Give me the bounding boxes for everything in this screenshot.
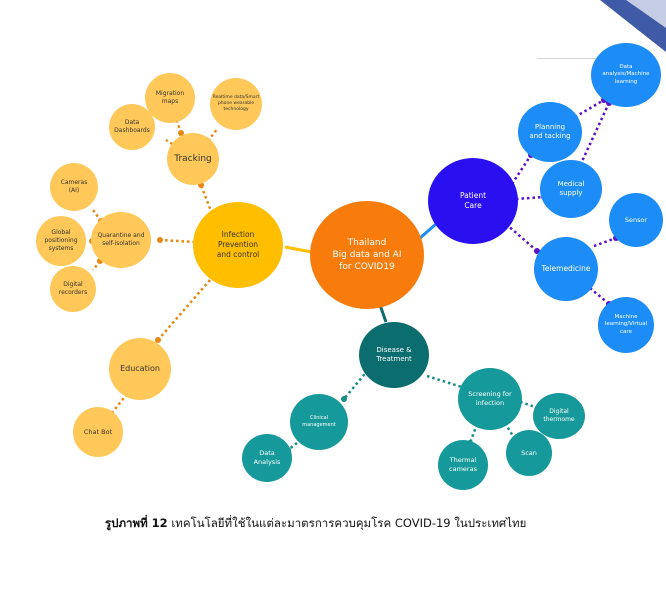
node-sensor: Sensor (609, 193, 663, 247)
node-infection-prevention: Infection Prevention and control (193, 202, 283, 288)
link-patient-telemedicine (505, 223, 538, 252)
link-patient-planning (510, 154, 533, 185)
node-screening-infection: Screening for infection (458, 368, 522, 430)
node-digital-recorders: Digital recorders (50, 266, 96, 312)
link-screening-thermal (468, 423, 479, 444)
node-clinical-management: Clinical management (290, 394, 348, 450)
link-infection-quarantine (159, 238, 196, 244)
node-quarantine: Quarantine and self-isolation (91, 212, 151, 268)
link-tele-sensor (593, 236, 617, 248)
link-medical-dataml (576, 102, 611, 171)
node-ml-virtual-care: Machine learning/Virtual care (598, 297, 654, 353)
node-chat-bot: Chat Bot (73, 407, 123, 457)
node-realtime-data: Realtime data/Smart phone wearable techn… (210, 78, 262, 130)
link-center-disease (378, 304, 388, 323)
link-patient-medical (515, 195, 545, 201)
corner-ribbon-light-icon (626, 0, 666, 28)
link-tele-mlcare (589, 287, 610, 305)
figure-caption: รูปภาพที่ 12 เทคโนโลยีที่ใช้ในแต่ละมาตรก… (105, 515, 526, 533)
node-patient-care: Patient Care (428, 158, 518, 244)
figure-caption-text: เทคโนโลยีที่ใช้ในแต่ละมาตรการควบคุมโรค C… (171, 516, 527, 530)
link-planning-dataml (574, 98, 605, 119)
link-disease-clinical (343, 369, 369, 400)
center-node: Thailand Big data and AI for COVID19 (310, 201, 424, 309)
link-disease-screening (426, 374, 466, 390)
link-clinical-dataanalysis (287, 442, 298, 451)
node-thermal-cameras: Thermal cameras (438, 440, 488, 490)
node-planning-tacking: Planning and tacking (518, 102, 582, 162)
decorative-rule (537, 58, 607, 59)
link-infection-education (157, 279, 211, 341)
node-digital-thermome: Digital thermome (533, 393, 585, 439)
node-data-dashboards: Data Dashboards (109, 104, 155, 150)
node-data-analysis: Data Analysis (242, 434, 292, 482)
node-disease-treatment: Disease & Treatment (359, 322, 429, 388)
node-migration-maps: Migration maps (145, 73, 195, 123)
node-telemedicine: Telemedicine (534, 237, 598, 301)
link-screening-thermome (514, 398, 539, 410)
node-global-positioning: Global positioning systems (36, 216, 86, 266)
node-data-analysis-ml: Data analysis/Machine learning (591, 43, 661, 107)
node-medical-supply: Medical supply (540, 160, 602, 218)
node-cameras-ai: Cameras (AI) (50, 163, 98, 211)
node-tracking: Tracking (167, 133, 219, 185)
node-scan: Scan (506, 430, 552, 476)
link-education-chatbot (111, 393, 128, 414)
figure-caption-label: รูปภาพที่ 12 (105, 516, 168, 530)
link-center-patient-care (419, 222, 437, 240)
node-education: Education (109, 338, 171, 400)
